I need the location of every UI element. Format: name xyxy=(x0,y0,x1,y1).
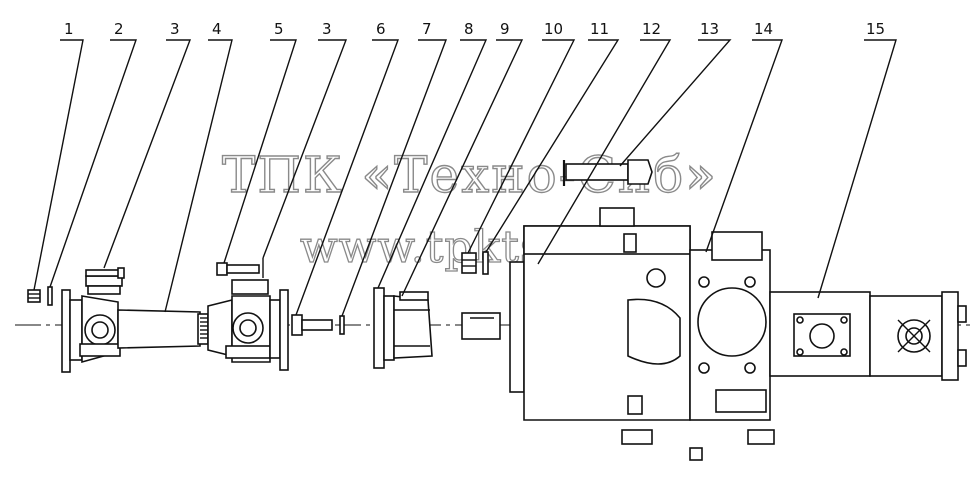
leader-lines xyxy=(33,39,897,317)
leader-3a xyxy=(103,39,192,269)
callout-1: 1 xyxy=(64,20,74,38)
callout-15: 15 xyxy=(866,20,885,38)
part-15-pump xyxy=(769,291,967,381)
leader-11 xyxy=(485,39,620,253)
leader-6 xyxy=(295,39,400,316)
part-6-bolt xyxy=(291,314,333,336)
part-7-washer xyxy=(339,315,345,335)
leader-9 xyxy=(401,39,524,297)
callout-14: 14 xyxy=(754,20,773,38)
part-13-bolt xyxy=(562,159,653,186)
leader-7 xyxy=(341,39,448,317)
part-10-nut xyxy=(461,252,477,274)
leader-2 xyxy=(49,39,137,288)
callout-6: 6 xyxy=(376,20,386,38)
pump-assembly xyxy=(461,207,775,461)
part-11-washer xyxy=(482,251,489,275)
part-2-washer xyxy=(47,286,53,306)
callout-12: 12 xyxy=(642,20,661,38)
leader-3b xyxy=(262,39,348,259)
callout-2: 2 xyxy=(114,20,124,38)
leader-14 xyxy=(705,39,783,253)
part-8-flange xyxy=(373,287,395,369)
part-5-bolt xyxy=(216,258,264,278)
callout-7: 7 xyxy=(422,20,432,38)
leader-1 xyxy=(33,39,84,291)
cardan-shaft xyxy=(61,267,289,373)
callout-8: 8 xyxy=(464,20,474,38)
leader-15 xyxy=(817,39,897,299)
callout-3a: 3 xyxy=(170,20,180,38)
callout-4: 4 xyxy=(212,20,222,38)
part-1-nut xyxy=(27,289,41,303)
part-9-coupling xyxy=(393,291,433,359)
callout-labels: 1 2 3 4 5 3 6 7 8 9 10 11 12 13 14 15 xyxy=(64,20,885,38)
callout-3b: 3 xyxy=(322,20,332,38)
callout-11: 11 xyxy=(590,20,609,38)
leader-13 xyxy=(619,39,732,167)
callout-5: 5 xyxy=(274,20,284,38)
leader-5 xyxy=(223,39,297,264)
callout-9: 9 xyxy=(500,20,510,38)
leader-8 xyxy=(377,39,488,289)
leader-10 xyxy=(467,39,576,254)
leader-4 xyxy=(164,39,233,313)
leader-12 xyxy=(537,39,672,265)
callout-13: 13 xyxy=(700,20,719,38)
callout-10: 10 xyxy=(544,20,563,38)
